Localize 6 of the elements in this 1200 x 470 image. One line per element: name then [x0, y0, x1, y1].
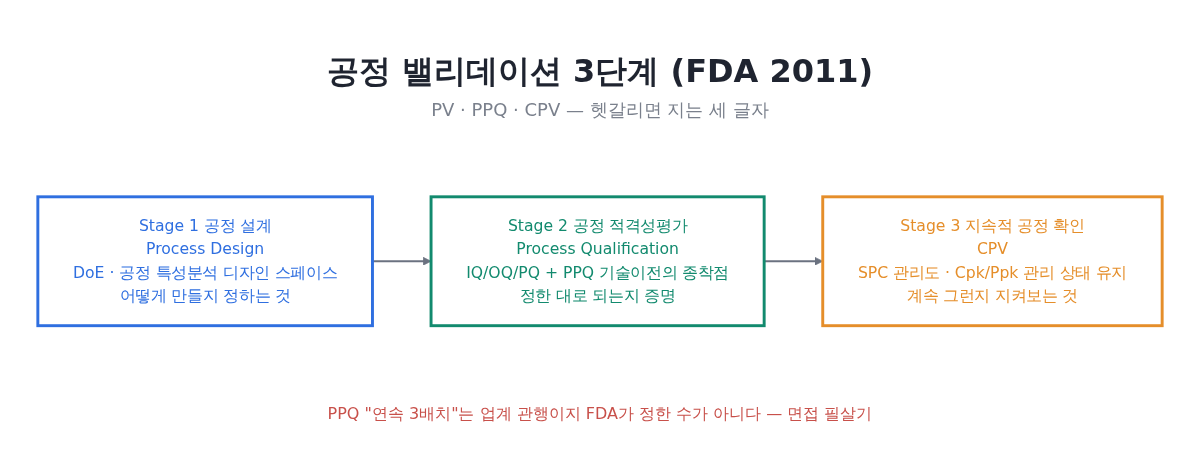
node-box: Stage 2 공정 적격성평가 Process Qualification IQ/OQ/PQ + PPQ 기술이전의 종착점 정한 대로 되는지 증명 [429, 195, 766, 327]
node-box: Stage 1 공정 설계 Process Design DoE · 공정 특성분석 디자인 스페이스 어떻게 만들지 정하는 것 [36, 195, 374, 327]
subtitle: PV · PPQ · CPV — 헷갈리면 지는 세 글자 [431, 98, 769, 122]
node-box: Stage 3 지속적 공정 확인 CPV SPC 관리도 · Cpk/Ppk 관리 상태 유지 계속 그런지 지켜보는 것 [821, 195, 1164, 327]
diagram-title: 공정 밸리데이션 3단계 (FDA 2011) [326, 51, 874, 92]
footnote: PPQ "연속 3배치"는 업계 관행이지 FDA가 정한 수가 아니다 — 면접 필살기 [327, 404, 873, 425]
